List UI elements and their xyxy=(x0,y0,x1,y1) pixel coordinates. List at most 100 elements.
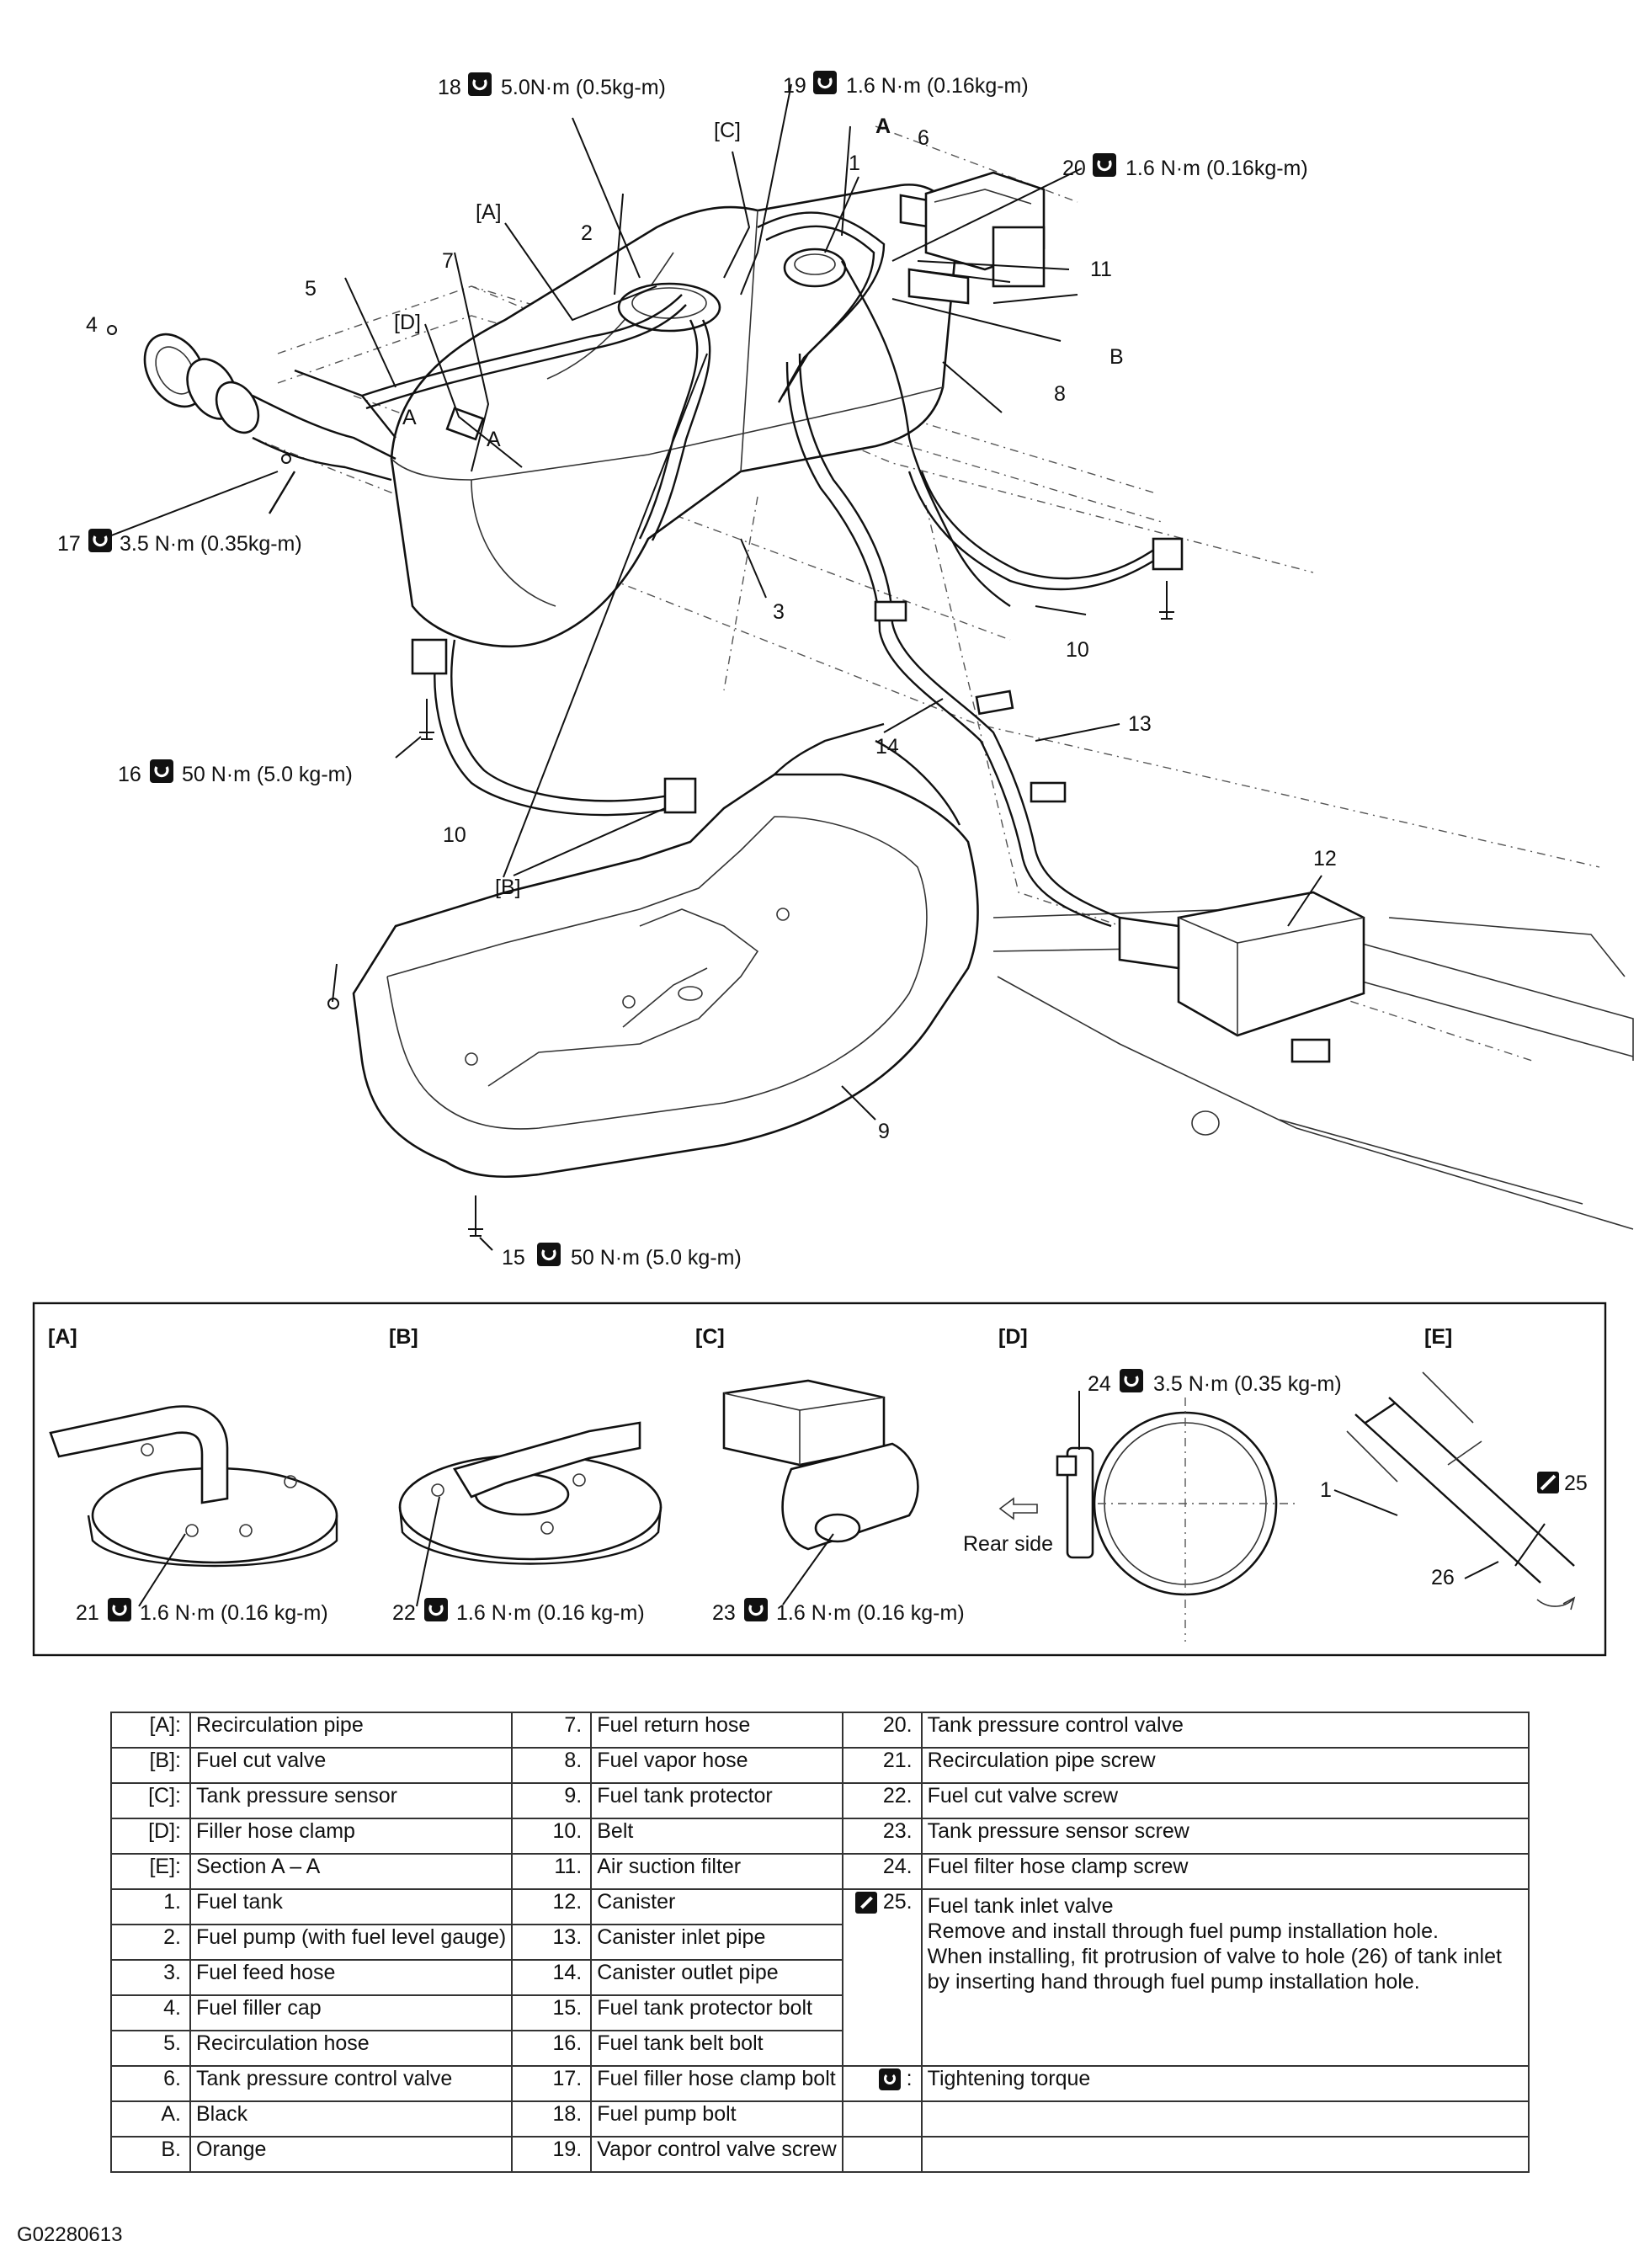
torque-callout-17: 17 3.5 N·m (0.35kg-m) xyxy=(57,527,302,556)
part-10-label-right: 10 xyxy=(1066,638,1089,662)
torque-wrench-icon xyxy=(878,2068,901,2091)
canister xyxy=(1118,891,1365,1063)
part-11-label: 11 xyxy=(1090,258,1112,281)
torque-wrench-icon xyxy=(466,71,493,98)
part-25-label: 25 xyxy=(1564,1472,1588,1495)
torque-wrench-icon xyxy=(742,1596,769,1623)
callout-16-torque: 50 N·m (5.0 kg-m) xyxy=(182,763,353,786)
torque-wrench-icon xyxy=(812,69,838,96)
torque-callout-16: 16 50 N·m (5.0 kg-m) xyxy=(118,758,353,786)
callout-24-torque: 3.5 N·m (0.35 kg-m) xyxy=(1153,1372,1342,1396)
part-9-label: 9 xyxy=(878,1120,890,1143)
table-row: B.Orange 19.Vapor control valve screw xyxy=(110,2136,1530,2173)
part-10-label: 10 xyxy=(443,823,466,847)
parts-legend-table: [A]:Recirculation pipe 7.Fuel return hos… xyxy=(110,1712,1530,2173)
part-3-label: 3 xyxy=(773,600,785,624)
filler-hose xyxy=(252,369,485,514)
sealant-icon xyxy=(854,1892,877,1914)
tank-belt-right xyxy=(907,471,1184,591)
callout-22-torque: 1.6 N·m (0.16 kg-m) xyxy=(456,1601,645,1625)
item-25-number-cell: 25. xyxy=(841,1888,923,2067)
detail-c-tank-pressure-sensor xyxy=(722,1379,919,1605)
torque-wrench-icon xyxy=(535,1241,562,1268)
marker-a-top: A xyxy=(875,114,891,138)
section-d-marker: [D] xyxy=(394,311,421,334)
callout-23-torque: 1.6 N·m (0.16 kg-m) xyxy=(776,1601,965,1625)
torque-wrench-icon xyxy=(1091,152,1118,178)
part-number-labels: 1 2 3 4 5 6 7 8 9 10 10 11 12 13 14 A A … xyxy=(86,114,1337,1143)
callout-19-number: 19 xyxy=(783,74,806,98)
detail-b-title: [B] xyxy=(389,1325,418,1349)
leader-lines xyxy=(102,83,1322,1251)
callout-15-torque: 50 N·m (5.0 kg-m) xyxy=(571,1246,742,1270)
detail-a-recirculation-pipe xyxy=(49,1405,338,1607)
table-row: 2.Fuel pump (with fuel level gauge) 13.C… xyxy=(110,1924,1529,1961)
torque-wrench-icon xyxy=(106,1596,133,1623)
fuel-tank-protector xyxy=(352,722,979,1179)
torque-callout-24: 24 3.5 N·m (0.35 kg-m) xyxy=(1088,1367,1342,1396)
part-13-label: 13 xyxy=(1128,712,1152,736)
marker-a-left-2: A xyxy=(487,428,501,451)
part-7-label: 7 xyxy=(442,249,454,273)
callout-21-number: 21 xyxy=(76,1601,99,1625)
callout-17-torque: 3.5 N·m (0.35kg-m) xyxy=(120,532,302,556)
table-row: [B]:Fuel cut valve 8.Fuel vapor hose 21.… xyxy=(110,1747,1530,1784)
section-part-1-label: 1 xyxy=(1320,1478,1332,1502)
callout-15-number: 15 xyxy=(502,1246,525,1270)
torque-wrench-icon xyxy=(1118,1367,1145,1394)
marker-b-right: B xyxy=(1110,345,1124,369)
detail-a-title: [A] xyxy=(48,1325,77,1349)
part-1-label: 1 xyxy=(849,152,860,175)
part-4-label: 4 xyxy=(86,313,98,337)
detail-e-title: [E] xyxy=(1424,1325,1452,1349)
callout-21-torque: 1.6 N·m (0.16 kg-m) xyxy=(140,1601,328,1625)
torque-wrench-icon xyxy=(87,527,114,554)
torque-callout-15: 15 50 N·m (5.0 kg-m) xyxy=(502,1241,742,1270)
rear-side-label: Rear side xyxy=(963,1532,1053,1556)
part-12-label: 12 xyxy=(1313,847,1337,870)
section-b-marker: [B] xyxy=(495,876,521,899)
callout-18-torque: 5.0N·m (0.5kg-m) xyxy=(501,76,666,99)
callout-23-number: 23 xyxy=(712,1601,736,1625)
callout-19-torque: 1.6 N·m (0.16kg-m) xyxy=(846,74,1029,98)
detail-d-title: [D] xyxy=(998,1325,1028,1349)
table-row: 5.Recirculation hose 16.Fuel tank belt b… xyxy=(110,2030,1529,2067)
torque-callout-19: 19 1.6 N·m (0.16kg-m) xyxy=(783,69,1029,98)
air-suction-filter xyxy=(924,171,1046,288)
part-2-label: 2 xyxy=(581,221,593,245)
table-row: [A]:Recirculation pipe 7.Fuel return hos… xyxy=(110,1712,1530,1749)
part-14-label: 14 xyxy=(875,735,899,759)
marker-a-left: A xyxy=(402,406,417,429)
part-6-label: 6 xyxy=(918,126,929,150)
callout-17-number: 17 xyxy=(57,532,81,556)
detail-c-title: [C] xyxy=(695,1325,725,1349)
table-row: 4.Fuel filler cap 15.Fuel tank protector… xyxy=(110,1994,1529,2031)
part-26-label: 26 xyxy=(1431,1566,1455,1589)
main-exploded-view: 18 5.0N·m (0.5kg-m) 19 1.6 N·m (0.16kg-m… xyxy=(57,69,1634,1270)
section-a-marker: [A] xyxy=(476,200,502,224)
vehicle-frame xyxy=(252,125,1600,1062)
tank-hoses xyxy=(361,211,1120,928)
table-row: [E]:Section A – A 11.Air suction filter … xyxy=(110,1853,1530,1890)
torque-callout-23: 23 1.6 N·m (0.16 kg-m) xyxy=(712,1596,965,1625)
figure-code: G02280613 xyxy=(17,2223,123,2246)
item-25-description: Fuel tank inlet valve Remove and install… xyxy=(920,1888,1530,2067)
table-row: [C]:Tank pressure sensor 9.Fuel tank pro… xyxy=(110,1782,1530,1819)
detail-d-filler-hose-clamp xyxy=(1056,1391,1296,1642)
sealant-icon xyxy=(1537,1472,1559,1493)
table-row: 3.Fuel feed hose 14.Canister outlet pipe xyxy=(110,1959,1529,1996)
torque-legend-key: : xyxy=(841,2065,923,2102)
tank-belt-left xyxy=(411,638,697,817)
part-5-label: 5 xyxy=(305,277,317,301)
rear-arrow-icon xyxy=(998,1497,1038,1520)
callout-16-number: 16 xyxy=(118,763,141,786)
torque-wrench-icon xyxy=(148,758,175,785)
torque-callout-20: 20 1.6 N·m (0.16kg-m) xyxy=(1062,152,1308,180)
torque-callout-21: 21 1.6 N·m (0.16 kg-m) xyxy=(76,1596,328,1625)
table-row: A.Black 18.Fuel pump bolt xyxy=(110,2100,1530,2138)
callout-24-number: 24 xyxy=(1088,1372,1111,1396)
torque-wrench-icon xyxy=(423,1596,450,1623)
detail-b-fuel-cut-valve xyxy=(398,1421,663,1607)
callout-20-torque: 1.6 N·m (0.16kg-m) xyxy=(1125,157,1308,180)
detail-e-section-a-a: 1 26 25 xyxy=(1320,1371,1588,1610)
